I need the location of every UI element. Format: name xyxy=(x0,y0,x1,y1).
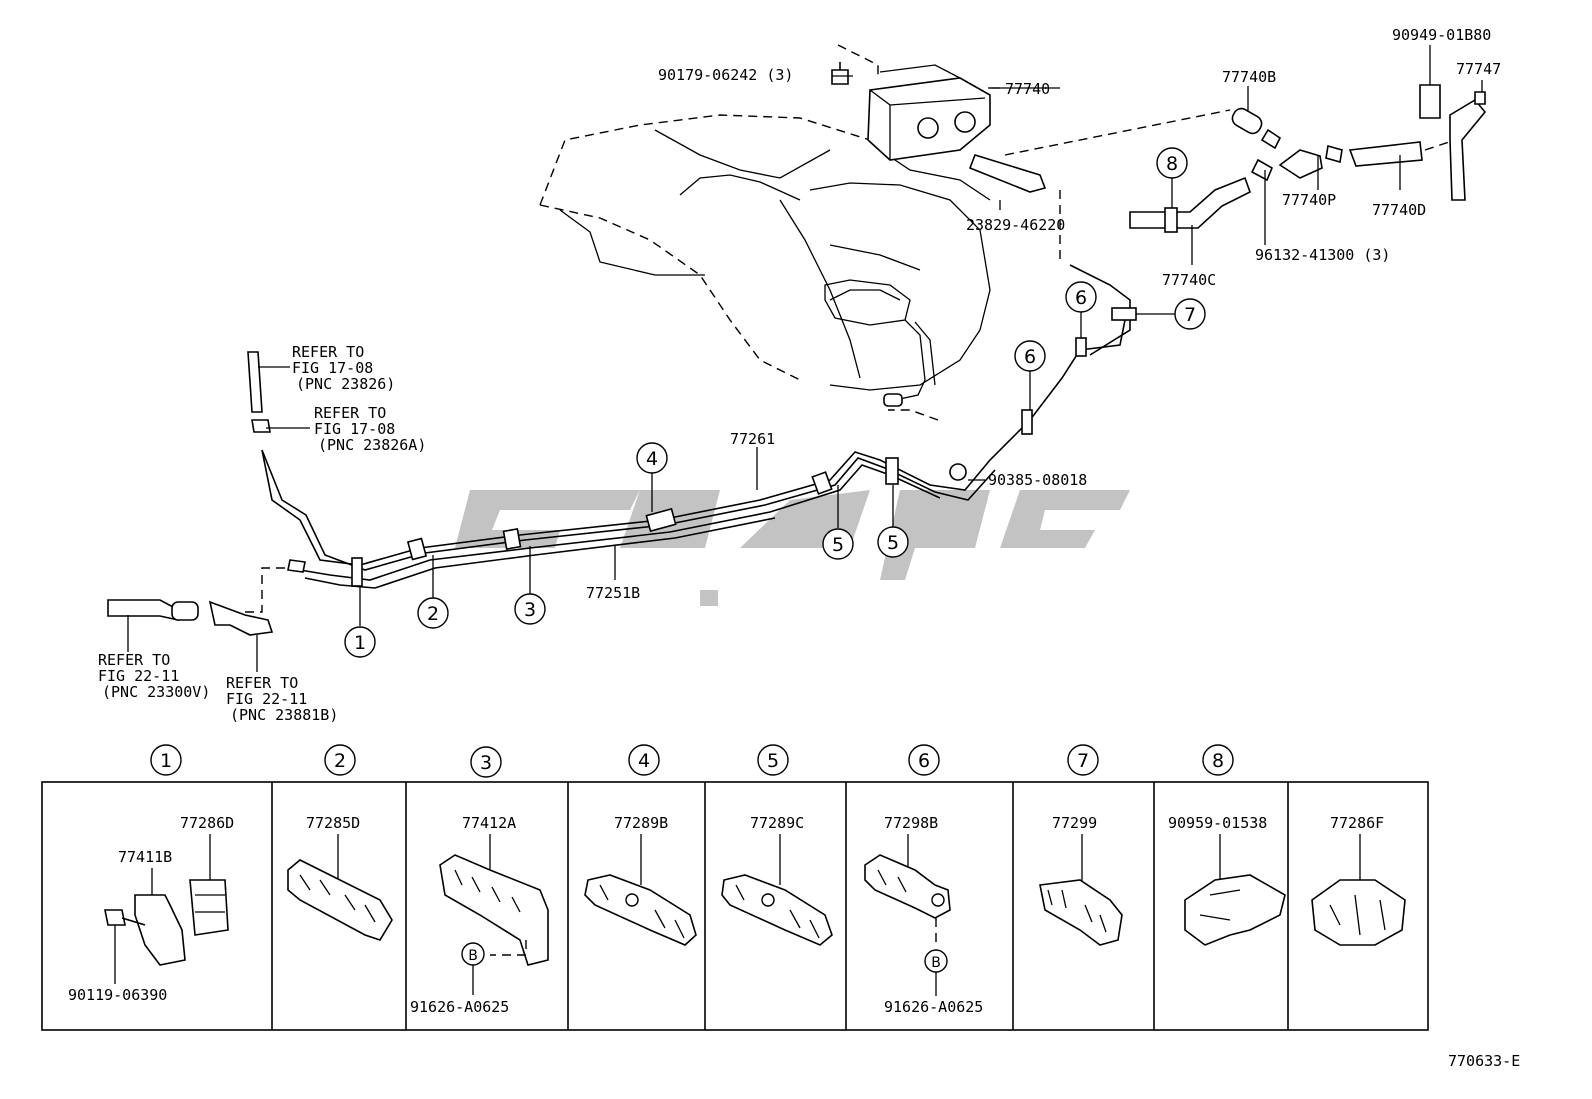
ref-note-line: (PNC 23826) xyxy=(296,375,395,393)
ref-note-line: REFER TO xyxy=(98,651,170,669)
ref-note-line: REFER TO xyxy=(314,404,386,422)
label-77740P: 77740P xyxy=(1282,191,1336,209)
callout-number: 5 xyxy=(832,534,844,556)
panel-number: 5 xyxy=(767,750,779,772)
ref-note-line: FIG 17-08 xyxy=(292,359,373,377)
ref-note-line: FIG 17-08 xyxy=(314,420,395,438)
panel-part-label: 77411B xyxy=(118,848,172,866)
label-77261: 77261 xyxy=(730,430,775,448)
ref-note-line: REFER TO xyxy=(292,343,364,361)
label-77747: 77747 xyxy=(1456,60,1501,78)
callout-number: 7 xyxy=(1184,304,1196,326)
panel-part-label: 77286D xyxy=(180,814,234,832)
label-77740B: 77740B xyxy=(1222,68,1276,86)
panel-number: 8 xyxy=(1212,750,1224,772)
label-77740C: 77740C xyxy=(1162,271,1216,289)
label-90949-01B80: 90949-01B80 xyxy=(1392,26,1491,44)
ref-note-line: (PNC 23300V) xyxy=(102,683,210,701)
panel-number: 7 xyxy=(1077,750,1089,772)
panel-part-label: 77285D xyxy=(306,814,360,832)
part-labels: 90179-06242 (3) 77740 23829-46220 77740B… xyxy=(586,26,1520,1070)
fuel-lines xyxy=(107,264,1137,636)
panel-part-label: 91626-A0625 xyxy=(884,998,983,1016)
panel-part-label: 77289B xyxy=(614,814,668,832)
ref-note-line: (PNC 23881B) xyxy=(230,706,338,724)
panel-part-label: 77299 xyxy=(1052,814,1097,832)
panel-number: 1 xyxy=(160,750,172,772)
callout-number: 4 xyxy=(646,448,658,470)
panel-part-label: 77286F xyxy=(1330,814,1384,832)
panel-part-label: 90119-06390 xyxy=(68,986,167,1004)
fuel-tank xyxy=(539,114,991,407)
label-90179-06242: 90179-06242 (3) xyxy=(658,66,793,84)
callouts: 1 2 3 4 5 5 6 6 7 8 xyxy=(344,147,1206,658)
panel-part-label: 91626-A0625 xyxy=(410,998,509,1016)
reference-notes: REFER TO FIG 17-08 (PNC 23826) REFER TO … xyxy=(98,343,426,724)
figure-code: 770633-E xyxy=(1448,1052,1520,1070)
watermark xyxy=(455,490,1130,606)
callout-number: 1 xyxy=(354,632,366,654)
panel-part-label: 90959-01538 xyxy=(1168,814,1267,832)
panel-part-label: 77298B xyxy=(884,814,938,832)
callout-number: 6 xyxy=(1024,346,1036,368)
charcoal-canister xyxy=(831,44,1456,421)
leader-lines xyxy=(127,45,1483,672)
label-90385-08018: 90385-08018 xyxy=(988,471,1087,489)
callout-number: 5 xyxy=(887,532,899,554)
panel-part-label: 77412A xyxy=(462,814,516,832)
ref-note-line: REFER TO xyxy=(226,674,298,692)
clamp-parts-table: 1 2 3 4 5 6 7 8 77286D 77411B 90119-0639… xyxy=(41,744,1429,1031)
callout-number: 2 xyxy=(427,603,439,625)
panel-number: 6 xyxy=(918,750,930,772)
b-marker: B xyxy=(468,948,478,964)
callout-number: 6 xyxy=(1075,287,1087,309)
callout-number: 8 xyxy=(1166,153,1178,175)
panel-number: 4 xyxy=(638,750,650,772)
label-77251B: 77251B xyxy=(586,584,640,602)
label-96132-41300: 96132-41300 (3) xyxy=(1255,246,1390,264)
panel-number: 3 xyxy=(480,752,492,774)
callout-number: 3 xyxy=(524,599,536,621)
ref-note-line: FIG 22-11 xyxy=(226,690,307,708)
panel-number: 2 xyxy=(334,750,346,772)
label-77740D: 77740D xyxy=(1372,201,1426,219)
ref-note-line: (PNC 23826A) xyxy=(318,436,426,454)
label-77740: 77740 xyxy=(1005,80,1050,98)
vapor-hoses xyxy=(1129,84,1487,233)
panel-part-label: 77289C xyxy=(750,814,804,832)
ref-note-line: FIG 22-11 xyxy=(98,667,179,685)
label-23829-46220: 23829-46220 xyxy=(966,216,1065,234)
b-marker: B xyxy=(931,955,941,971)
